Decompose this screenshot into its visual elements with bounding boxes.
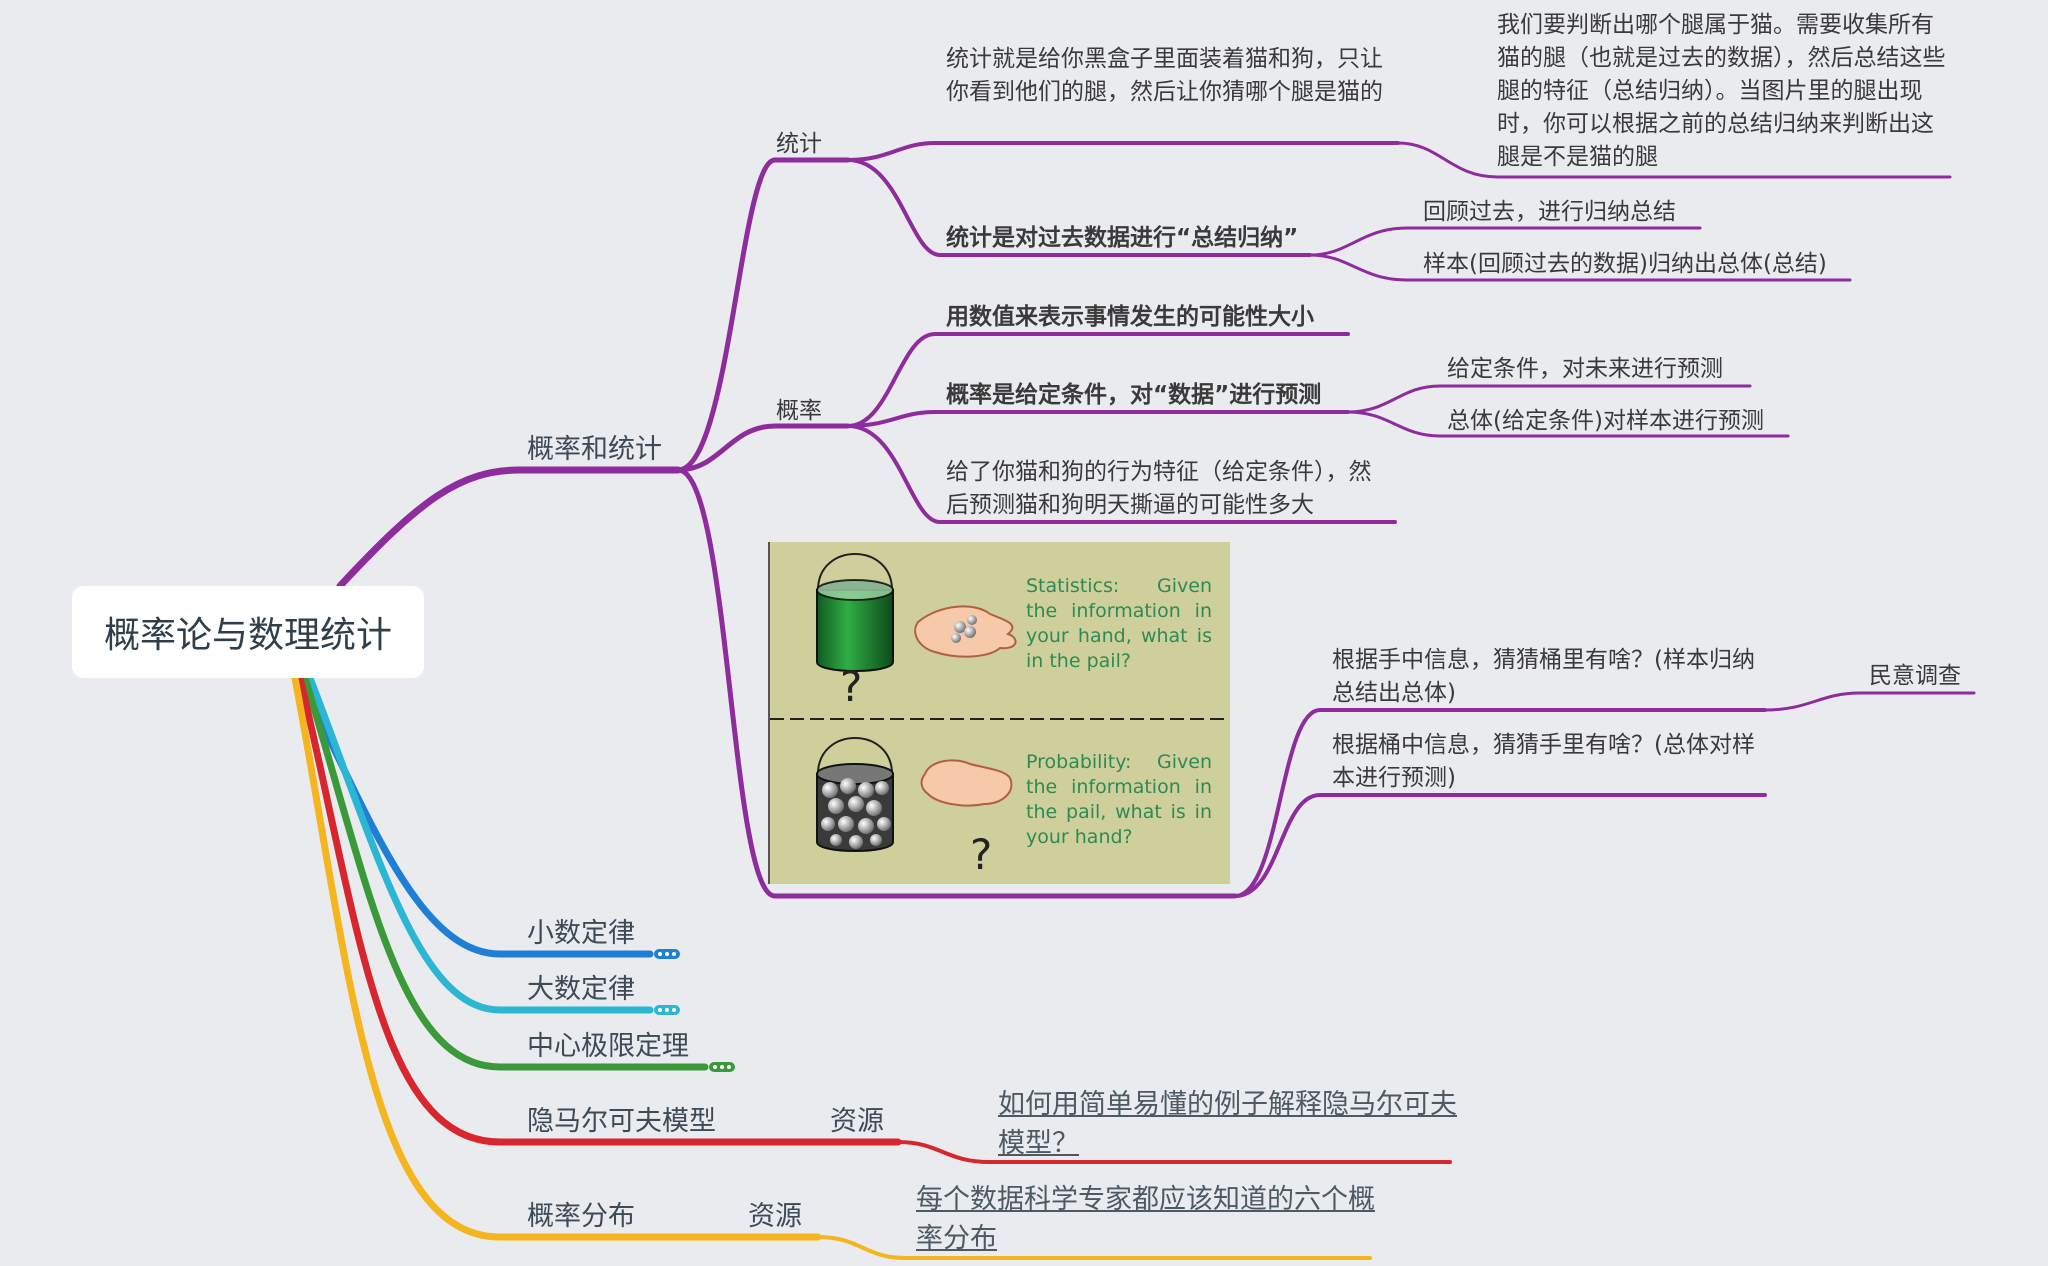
topic-prob-stats[interactable]: 概率和统计 <box>527 434 662 465</box>
topic-probability-distribution[interactable]: 概率分布 <box>527 1201 635 1232</box>
green-bucket-icon <box>816 589 894 672</box>
statistics-detail[interactable]: 我们要判断出哪个腿属于猫。需要收集所有猫的腿（也就是过去的数据），然后总结这些腿… <box>1497 12 1946 170</box>
connector-prob-stats <box>336 466 682 590</box>
hand-question-mark: ? <box>970 830 993 879</box>
statistics-description[interactable]: 统计就是给你黑盒子里面装着猫和狗，只让你看到他们的腿，然后让你猜哪个腿是猫的 <box>946 46 1383 105</box>
connector-probability <box>675 423 851 473</box>
topic-hidden-markov-model[interactable]: 隐马尔可夫模型 <box>527 1106 716 1137</box>
probability-predict[interactable]: 概率是给定条件，对“数据”进行预测 <box>946 382 1322 408</box>
hmm-resource-link[interactable]: 如何用简单易懂的例子解释隐马尔可夫模型？ <box>998 1089 1457 1159</box>
statistics-summary-child-1[interactable]: 回顾过去，进行归纳总结 <box>1423 199 1676 225</box>
probability-example[interactable]: 给了你猫和狗的行为特征（给定条件），然后预测猫和狗明天撕逼的可能性多大 <box>946 459 1372 518</box>
probability-definition[interactable]: 用数值来表示事情发生的可能性大小 <box>946 304 1314 330</box>
connector-clt <box>301 674 709 1071</box>
expand-clt-button[interactable] <box>709 1062 735 1072</box>
statistics-summary-child-2[interactable]: 样本(回顾过去的数据)归纳出总体(总结) <box>1423 251 1827 277</box>
illustration-drawing <box>770 553 1230 852</box>
connector-hmm <box>296 674 902 1146</box>
topic-law-of-large-numbers[interactable]: 大数定律 <box>527 974 635 1005</box>
distribution-resource-link[interactable]: 每个数据科学专家都应该知道的六个概率分布 <box>916 1184 1375 1254</box>
bucket-question-mark: ? <box>840 662 863 711</box>
connector-image <box>675 467 1238 899</box>
statistics-vs-probability-image[interactable]: ? ? Statistics: Given the information in… <box>768 542 1230 884</box>
connector-distribution <box>291 674 822 1241</box>
connector-large-numbers <box>306 674 654 1014</box>
topic-central-limit-theorem[interactable]: 中心极限定理 <box>527 1031 689 1062</box>
topic-statistics[interactable]: 统计 <box>776 131 822 157</box>
bucket-handle-icon <box>817 553 893 591</box>
hmm-resource-label[interactable]: 资源 <box>830 1106 884 1137</box>
distribution-resource-label[interactable]: 资源 <box>748 1201 802 1232</box>
topic-opinion-poll[interactable]: 民意调查 <box>1869 663 1961 689</box>
closed-hand-icon <box>920 759 1013 807</box>
image-child-population-to-sample[interactable]: 根据桶中信息，猜猜手里有啥？(总体对样本进行预测) <box>1332 732 1755 791</box>
image-child-sample-to-population[interactable]: 根据手中信息，猜猜桶里有啥？(样本归纳总结出总体) <box>1332 647 1755 706</box>
statistics-summary[interactable]: 统计是对过去数据进行“总结归纳” <box>946 225 1299 251</box>
topic-law-of-small-numbers[interactable]: 小数定律 <box>527 918 635 949</box>
probability-predict-child-2[interactable]: 总体(给定条件)对样本进行预测 <box>1447 408 1764 434</box>
probability-predict-child-1[interactable]: 给定条件，对未来进行预测 <box>1447 356 1723 382</box>
expand-large-numbers-button[interactable] <box>654 1005 680 1015</box>
topic-probability[interactable]: 概率 <box>776 398 822 424</box>
connector-statistics <box>675 157 851 473</box>
root-title: 概率论与数理统计 <box>103 615 392 656</box>
root-topic[interactable]: 概率论与数理统计 <box>72 586 424 678</box>
probability-caption: Probability: Given the information in th… <box>1026 751 1212 848</box>
expand-small-numbers-button[interactable] <box>654 949 680 959</box>
statistics-caption: Statistics: Given the information in you… <box>1026 575 1212 672</box>
